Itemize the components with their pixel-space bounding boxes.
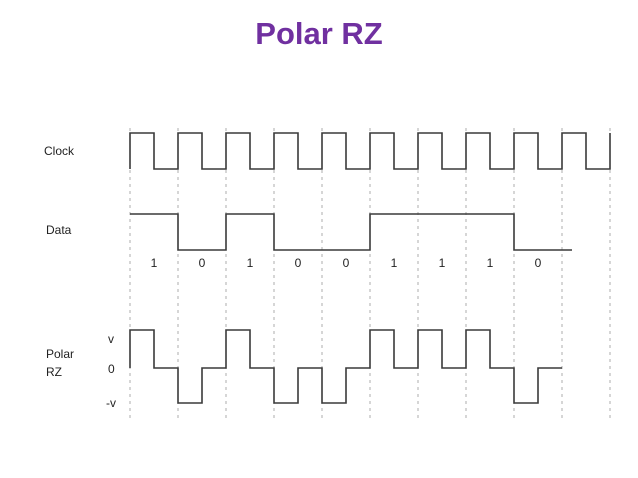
data-waveform <box>130 213 572 251</box>
bit-label: 1 <box>439 256 446 270</box>
level-positive-label: v <box>108 332 114 346</box>
bit-label: 0 <box>535 256 542 270</box>
bit-label: 0 <box>343 256 350 270</box>
bit-label: 1 <box>151 256 158 270</box>
diagram-title: Polar RZ <box>255 16 383 51</box>
level-negative-label: -v <box>106 396 116 410</box>
clock-waveform <box>129 132 611 170</box>
bit-label: 0 <box>199 256 206 270</box>
data-label: Data <box>46 223 72 237</box>
bit-label: 1 <box>487 256 494 270</box>
polar-rz-label-line2: RZ <box>46 365 62 379</box>
clock-label: Clock <box>44 144 75 158</box>
bit-value-labels: 1 0 1 0 0 1 1 1 0 <box>151 256 542 270</box>
level-zero-label: 0 <box>108 362 115 376</box>
bit-label: 1 <box>247 256 254 270</box>
polar-rz-waveform <box>129 329 562 404</box>
polar-rz-label-line1: Polar <box>46 347 74 361</box>
bit-label: 1 <box>391 256 398 270</box>
bit-label: 0 <box>295 256 302 270</box>
